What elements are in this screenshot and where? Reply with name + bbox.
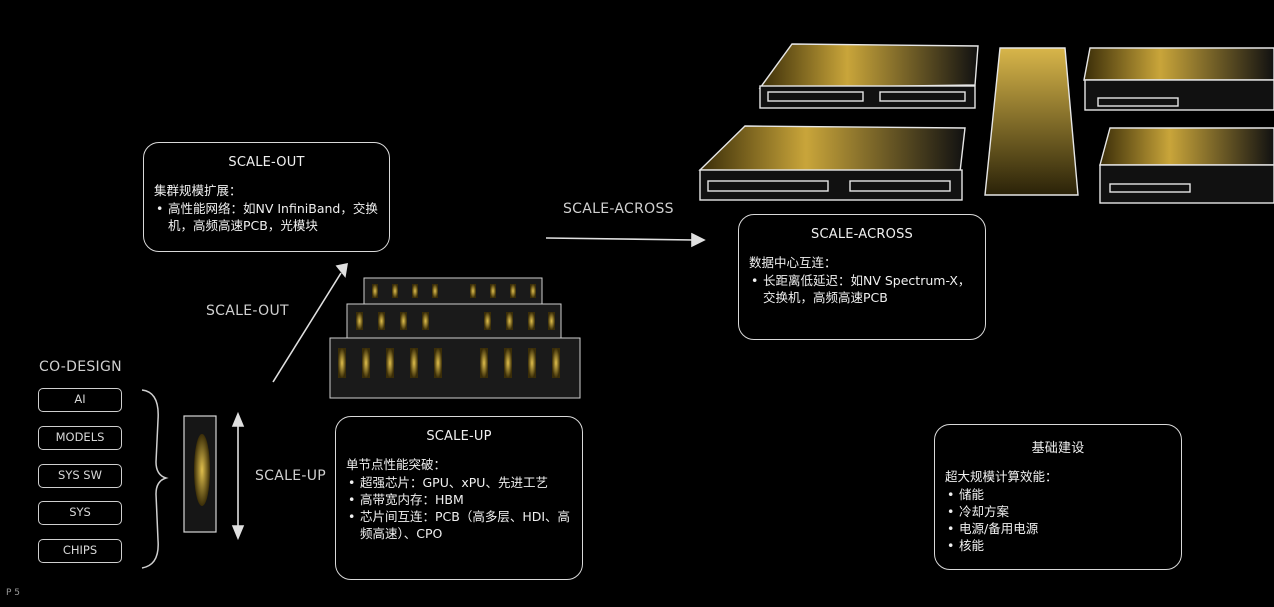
infrastructure-box-list: 储能 冷却方案 电源/备用电源 核能: [945, 486, 1171, 554]
scale-out-arrow-label: SCALE-OUT: [206, 303, 289, 319]
scale-out-box-list: 高性能网络：如NV InfiniBand，交换机，高频高速PCB，光模块: [154, 200, 379, 234]
infrastructure-box-heading: 超大规模计算效能：: [945, 469, 1058, 484]
scale-across-arrow-label: SCALE-ACROSS: [563, 201, 674, 217]
list-item: 高带宽内存：HBM: [348, 491, 572, 508]
codesign-title: CO-DESIGN: [39, 359, 122, 375]
scale-up-arrow: [231, 411, 245, 541]
scale-up-box-heading: 单节点性能突破：: [346, 457, 447, 472]
scale-across-box: SCALE-ACROSS 数据中心互连： 长距离低延迟：如NV Spectrum…: [738, 214, 986, 340]
scale-across-box-list: 长距离低延迟：如NV Spectrum-X，交换机，高频高速PCB: [749, 272, 975, 306]
codesign-item-sys: SYS: [38, 501, 122, 525]
scale-up-box: SCALE-UP 单节点性能突破： 超强芯片：GPU、xPU、先进工艺 高带宽内…: [335, 416, 583, 580]
list-item: 超强芯片：GPU、xPU、先进工艺: [348, 474, 572, 491]
infrastructure-box-title: 基础建设: [1031, 441, 1085, 456]
scale-out-box: SCALE-OUT 集群规模扩展： 高性能网络：如NV InfiniBand，交…: [143, 142, 390, 252]
single-server-rack-illustration: [183, 415, 217, 533]
scale-across-box-title: SCALE-ACROSS: [811, 227, 913, 242]
list-item: 电源/备用电源: [947, 520, 1171, 537]
page-number: P 5: [6, 588, 21, 598]
codesign-brace: [141, 389, 169, 569]
list-item: 冷却方案: [947, 503, 1171, 520]
infrastructure-box: 基础建设 超大规模计算效能： 储能 冷却方案 电源/备用电源 核能: [934, 424, 1182, 570]
codesign-item-models: MODELS: [38, 426, 122, 450]
codesign-item-chips: CHIPS: [38, 539, 122, 563]
list-item: 储能: [947, 486, 1171, 503]
scale-up-arrow-label: SCALE-UP: [255, 468, 327, 484]
scale-out-box-title: SCALE-OUT: [228, 155, 305, 170]
scale-out-arrow: [272, 262, 348, 383]
scale-up-box-title: SCALE-UP: [426, 429, 492, 444]
list-item: 芯片间互连：PCB（高多层、HDI、高频高速）、CPO: [348, 508, 572, 542]
list-item: 高性能网络：如NV InfiniBand，交换机，高频高速PCB，光模块: [156, 200, 379, 234]
network-switch-illustration: [698, 43, 1274, 204]
scale-across-arrow: [545, 232, 706, 248]
scale-out-box-heading: 集群规模扩展：: [154, 183, 242, 198]
codesign-item-ai: AI: [38, 388, 122, 412]
server-cluster-illustration: [329, 277, 581, 399]
list-item: 核能: [947, 537, 1171, 554]
list-item: 长距离低延迟：如NV Spectrum-X，交换机，高频高速PCB: [751, 272, 975, 306]
scale-up-box-list: 超强芯片：GPU、xPU、先进工艺 高带宽内存：HBM 芯片间互连：PCB（高多…: [346, 474, 572, 542]
scale-across-box-heading: 数据中心互连：: [749, 255, 837, 270]
codesign-item-sys-sw: SYS SW: [38, 464, 122, 488]
